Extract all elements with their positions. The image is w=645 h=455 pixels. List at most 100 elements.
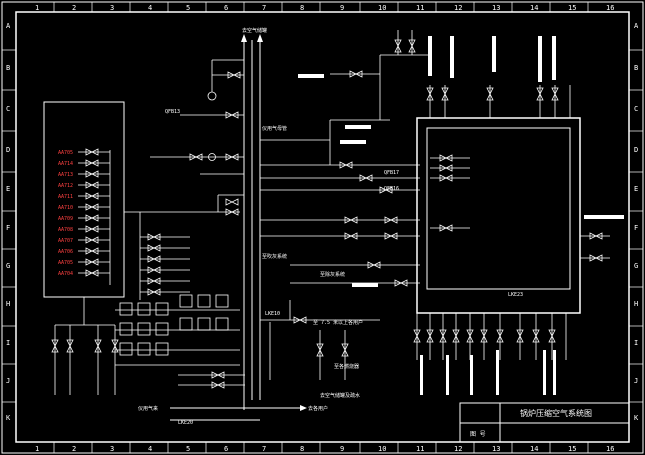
label-note2: 至各燃烧器 [334,363,359,370]
row-label: J [634,377,638,385]
top-left-feeders [150,59,244,216]
main-headers [243,40,261,410]
title-block [459,402,630,443]
valve-tag: AA704 [58,271,73,277]
col-label: 2 [72,4,76,12]
col-label: 9 [340,4,344,12]
col-label: 9 [340,445,344,453]
arrow-right-icon [300,405,307,411]
drawing-title: 锅炉压缩空气系统图 [520,408,592,418]
drawing-number-label: 图 号 [470,431,486,438]
col-label: 16 [606,445,614,453]
column-ticks [53,2,589,453]
furnace-tag: LKE23 [508,292,523,298]
col-label: 10 [378,445,386,453]
row-label: E [6,185,10,193]
label-out1: 仪用气来 [138,405,158,412]
col-label: 10 [378,4,386,12]
header-supply-label: 去空气储罐 [242,27,267,34]
col-label: 11 [416,4,424,12]
top-risers [426,85,571,118]
valve-tag: AA711 [58,194,73,200]
row-label: G [6,262,10,270]
top-center-valves [260,30,430,380]
valve-tag: AA708 [58,227,73,233]
col-label: 14 [530,4,538,12]
row-label: I [634,339,638,347]
valve-tag: AA705 [58,260,73,266]
col-label: 7 [262,4,266,12]
col-label: 1 [35,4,39,12]
left-panel-tags: AA705 AA714 AA713 AA712 AA711 AA710 AA70… [58,150,73,277]
bottom-indicator-bars [420,350,556,395]
label-out2: 去各用户 [308,405,328,412]
row-label: D [634,146,638,154]
furnace-tag-b: QFB16 [384,186,399,192]
col-label: 12 [454,445,462,453]
bottom-supply-lines [170,407,300,421]
left-panel-valves [78,148,111,285]
valve-tag: AA714 [58,161,73,167]
row-ticks [2,49,643,403]
furnace-box-inner [426,127,571,290]
tag-bar [345,125,371,129]
row-label: C [6,105,10,113]
col-label: 3 [110,445,114,453]
row-label: E [634,185,638,193]
col-label: 3 [110,4,114,12]
main-header-label: 仪用气母管 [262,125,287,132]
row-label: J [6,377,10,385]
col-label: 7 [262,445,266,453]
row-labels: A B C D E F G H I J K A B C D E F G H I … [6,22,639,422]
row-label: A [634,22,639,30]
col-label: 13 [492,445,500,453]
top-indicator-bars [428,36,556,82]
col-label: 5 [186,445,190,453]
col-label: 13 [492,4,500,12]
col-label: 5 [186,4,190,12]
row-label: B [6,64,10,72]
tag-bar [298,74,324,78]
label-drain: 去空气储罐及疏水 [320,392,360,399]
tag-bar [340,140,366,144]
row-label: I [6,339,10,347]
furnace-inner-valves [430,154,470,232]
col-label: 2 [72,445,76,453]
col-label: 14 [530,445,538,453]
col-label: 1 [35,445,39,453]
row-label: H [6,300,10,308]
lower-left-branches [51,297,119,395]
arrow-up-icon [241,34,247,42]
bottom-risers [413,313,567,360]
mid-valve-bank [115,211,245,389]
row-label: K [6,414,11,422]
col-label: 6 [224,445,228,453]
row-label: B [634,64,638,72]
col-label: 6 [224,4,228,12]
col-label: 8 [300,4,304,12]
col-label: 4 [148,4,152,12]
label-branch1: 至吹灰系统 [262,253,287,260]
left-panel-box [43,101,125,298]
valve-tag: AA712 [58,183,73,189]
col-label: 15 [568,4,576,12]
row-label: A [6,22,11,30]
valve-tag: AA710 [58,205,73,211]
valve-tag: AA706 [58,249,73,255]
row-label: D [6,146,10,154]
tag-bar [352,283,378,287]
valve-tag: AA709 [58,216,73,222]
inner-frame [15,11,630,443]
row-label: C [634,105,638,113]
furnace-box [416,117,581,314]
col-label: 8 [300,445,304,453]
row-label: F [6,224,10,232]
label-tag-ce2: LKE20 [178,420,193,426]
col-label: 12 [454,4,462,12]
furnace-tag-a: QFB17 [384,170,399,176]
row-label: H [634,300,638,308]
row-label: G [634,262,638,270]
tag-qfb: QFB13 [165,109,180,115]
